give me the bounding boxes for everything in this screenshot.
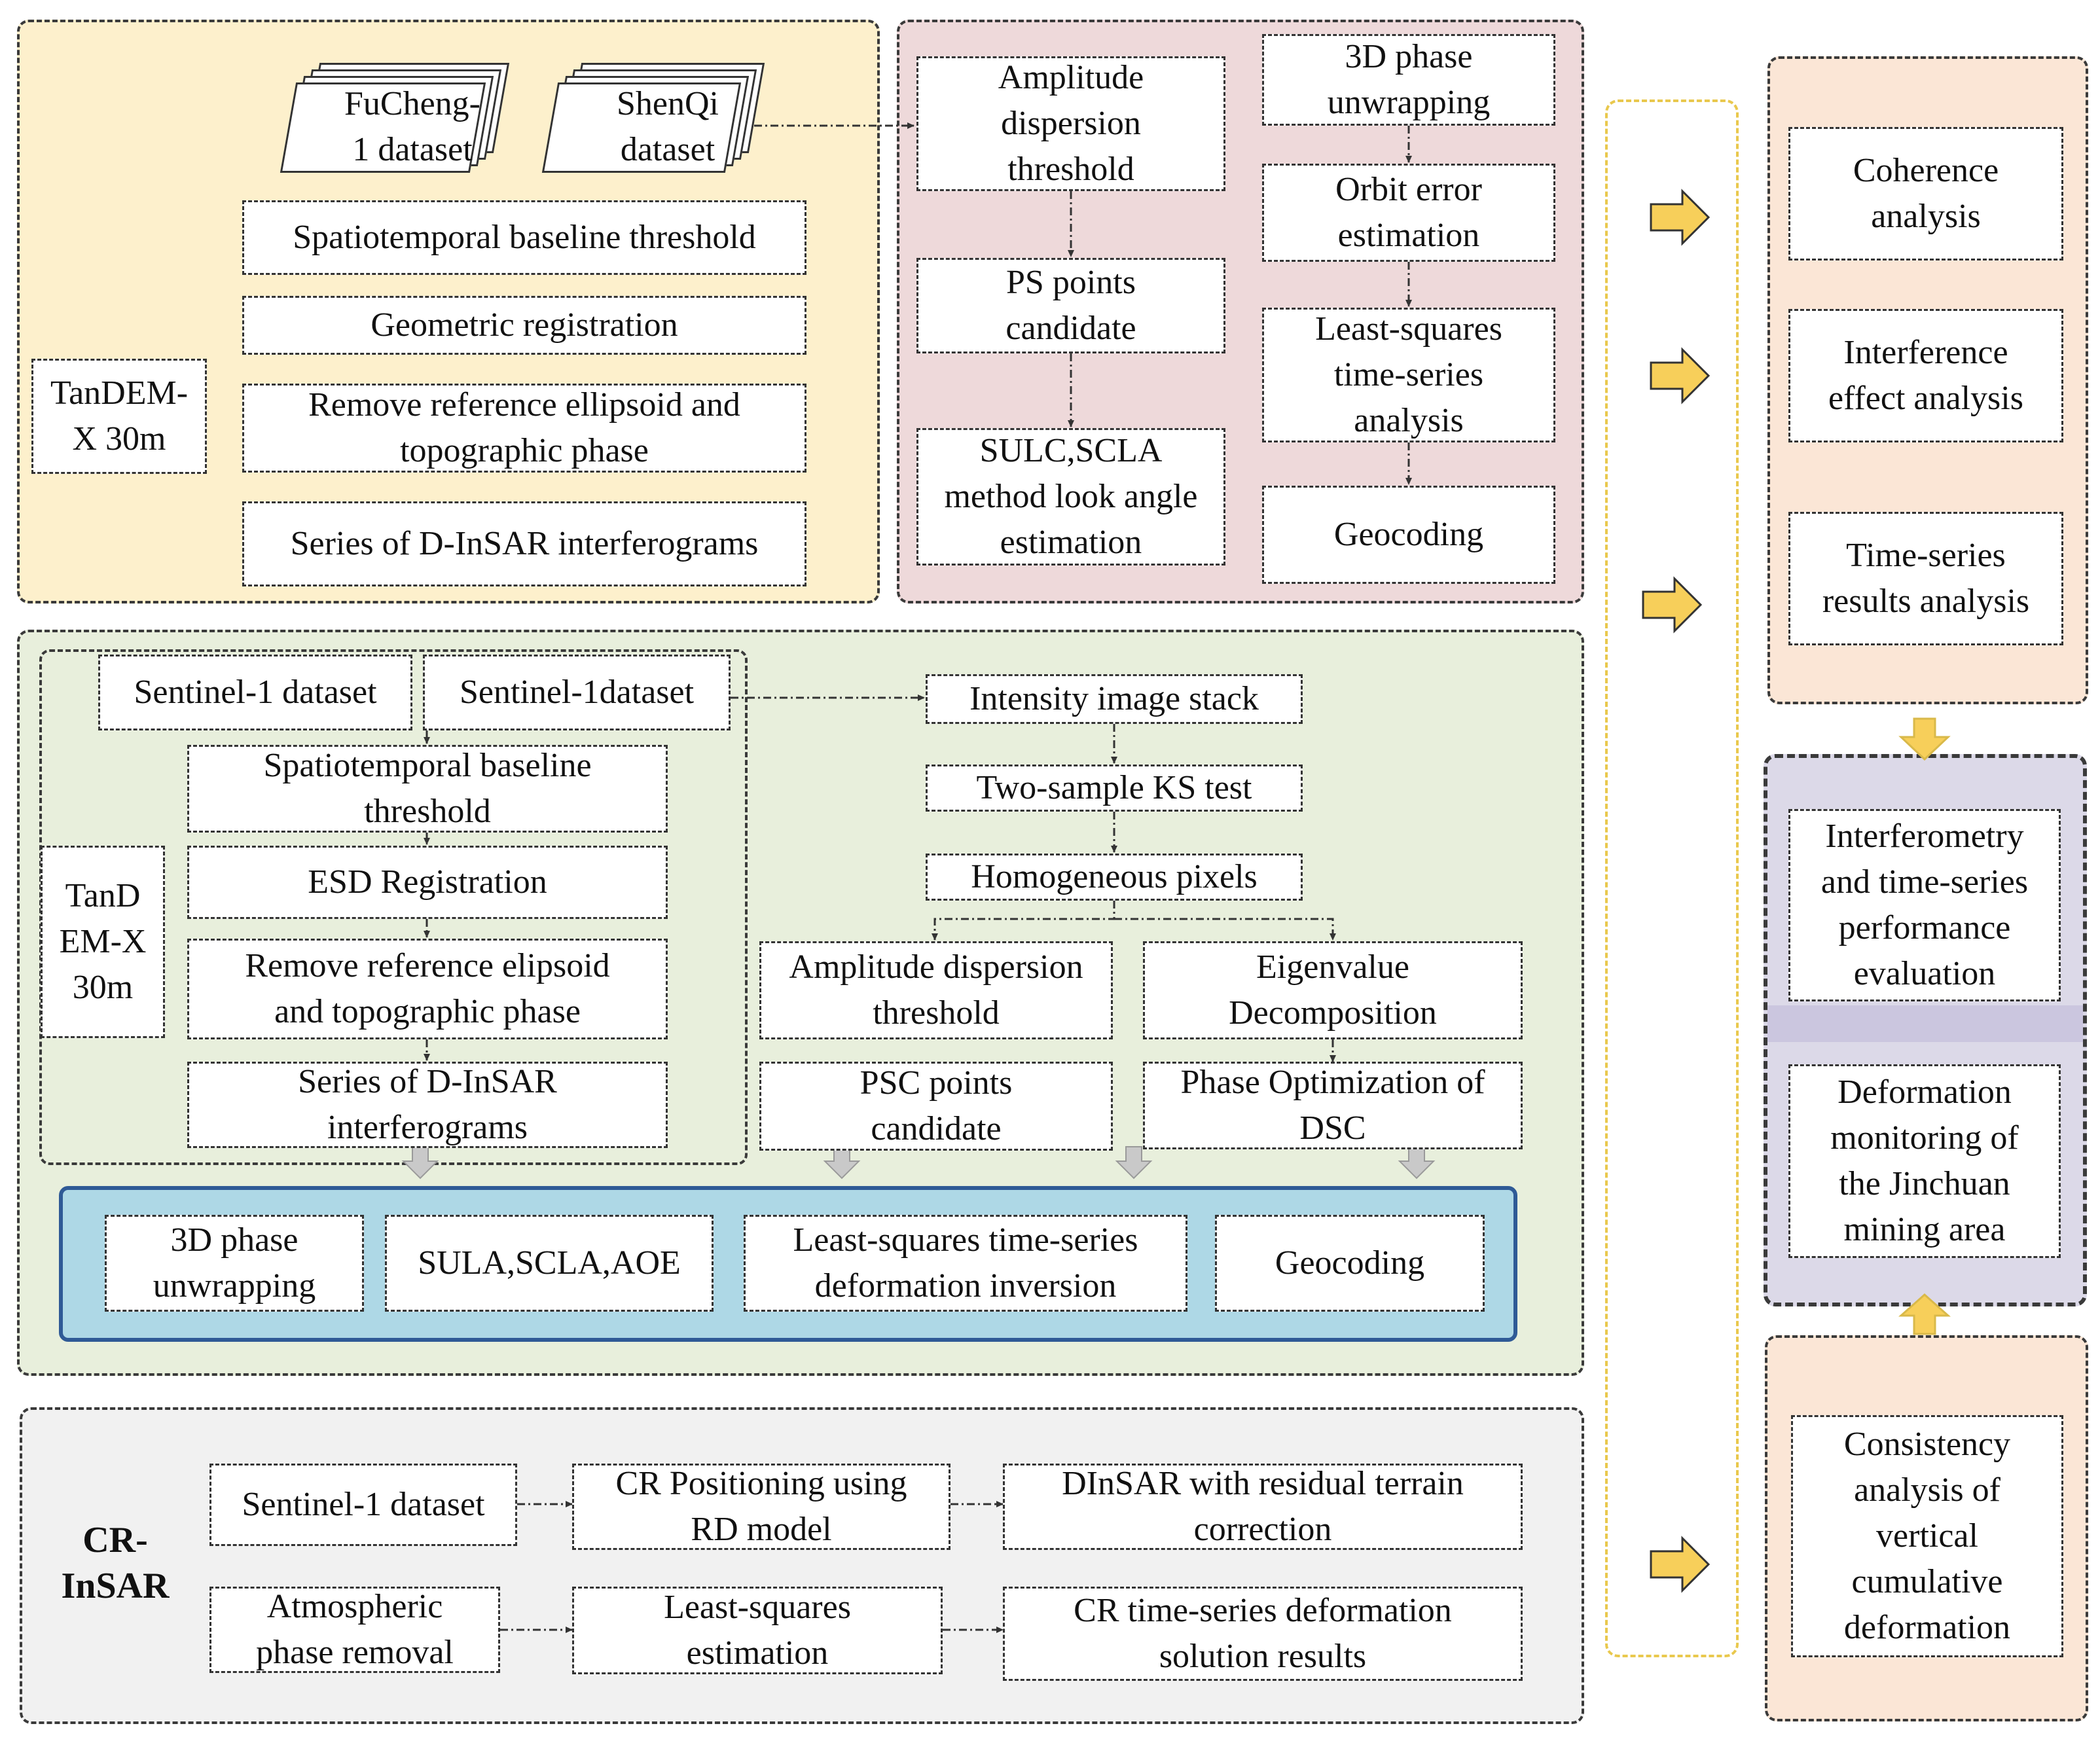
ps-geocoding: Geocoding bbox=[1262, 486, 1555, 584]
ps-remove-reference: Remove reference ellipsoid and topograph… bbox=[242, 384, 806, 473]
analysis-middle-band bbox=[1767, 1005, 2083, 1042]
ds-amplitude-threshold: Amplitude dispersion threshold bbox=[759, 941, 1113, 1039]
ps-3d-unwrapping: 3D phase unwrapping bbox=[1262, 34, 1555, 126]
consistency-analysis: Consistency analysis of vertical cumulat… bbox=[1791, 1415, 2063, 1657]
deformation-monitoring: Deformation monitoring of the Jinchuan m… bbox=[1788, 1064, 2061, 1258]
common-least-squares: Least-squares time-series deformation in… bbox=[744, 1215, 1187, 1312]
ps-points-candidate: PS points candidate bbox=[916, 258, 1225, 353]
cr-insar-label: CR- InSAR bbox=[61, 1520, 170, 1606]
performance-evaluation: Interferometry and time-series performan… bbox=[1788, 809, 2061, 1001]
ds-dataset-1: Sentinel-1 dataset bbox=[98, 655, 412, 730]
ds-baseline-threshold: Spatiotemporal baseline threshold bbox=[187, 745, 668, 833]
cr-positioning: CR Positioning using RD model bbox=[572, 1464, 950, 1550]
cr-time-series-results: CR time-series deformation solution resu… bbox=[1003, 1587, 1523, 1681]
interference-effect-analysis: Interference effect analysis bbox=[1788, 309, 2063, 442]
ps-least-squares: Least-squares time-series analysis bbox=[1262, 308, 1555, 442]
ps-orbit-error: Orbit error estimation bbox=[1262, 164, 1555, 262]
ds-dinsar-interferograms: Series of D-InSAR interferograms bbox=[187, 1062, 668, 1148]
coherence-analysis: Coherence analysis bbox=[1788, 127, 2063, 261]
fucheng-dataset-label: FuCheng- 1 dataset bbox=[344, 85, 480, 168]
ks-test: Two-sample KS test bbox=[926, 765, 1303, 812]
ds-remove-reference: Remove reference elipsoid and topographi… bbox=[187, 939, 668, 1039]
common-3d-unwrapping: 3D phase unwrapping bbox=[105, 1215, 364, 1312]
results-connector-frame bbox=[1605, 99, 1739, 1657]
shenqi-dataset-label: ShenQi dataset bbox=[617, 85, 719, 168]
common-sula-scla-aoe: SULA,SCLA,AOE bbox=[385, 1215, 714, 1312]
ps-dem-box: TanDEM- X 30m bbox=[31, 359, 207, 474]
time-series-results-analysis: Time-series results analysis bbox=[1788, 512, 2063, 645]
ds-esd-registration: ESD Registration bbox=[187, 846, 668, 919]
cr-sentinel-dataset: Sentinel-1 dataset bbox=[209, 1464, 517, 1546]
ps-amplitude-threshold: Amplitude dispersion threshold bbox=[916, 56, 1225, 191]
homogeneous-pixels: Homogeneous pixels bbox=[926, 854, 1303, 901]
ps-dinsar-interferograms: Series of D-InSAR interferograms bbox=[242, 501, 806, 586]
ds-dem-box: TanD EM-X 30m bbox=[41, 846, 165, 1038]
ds-dataset-2: Sentinel-1dataset bbox=[423, 655, 731, 730]
cr-atmospheric-removal: Atmospheric phase removal bbox=[209, 1587, 500, 1673]
cr-dinsar-terrain: DInSAR with residual terrain correction bbox=[1003, 1464, 1523, 1550]
cr-least-squares: Least-squares estimation bbox=[572, 1587, 943, 1674]
intensity-image-stack: Intensity image stack bbox=[926, 674, 1303, 724]
common-geocoding: Geocoding bbox=[1215, 1215, 1485, 1312]
phase-optimization-dsc: Phase Optimization of DSC bbox=[1143, 1062, 1523, 1149]
eigenvalue-decomposition: Eigenvalue Decomposition bbox=[1143, 941, 1523, 1039]
psc-points-candidate: PSC points candidate bbox=[759, 1062, 1113, 1151]
ps-baseline-threshold: Spatiotemporal baseline threshold bbox=[242, 200, 806, 275]
ps-geometric-registration: Geometric registration bbox=[242, 296, 806, 355]
ps-look-angle-estimation: SULC,SCLA method look angle estimation bbox=[916, 428, 1225, 566]
